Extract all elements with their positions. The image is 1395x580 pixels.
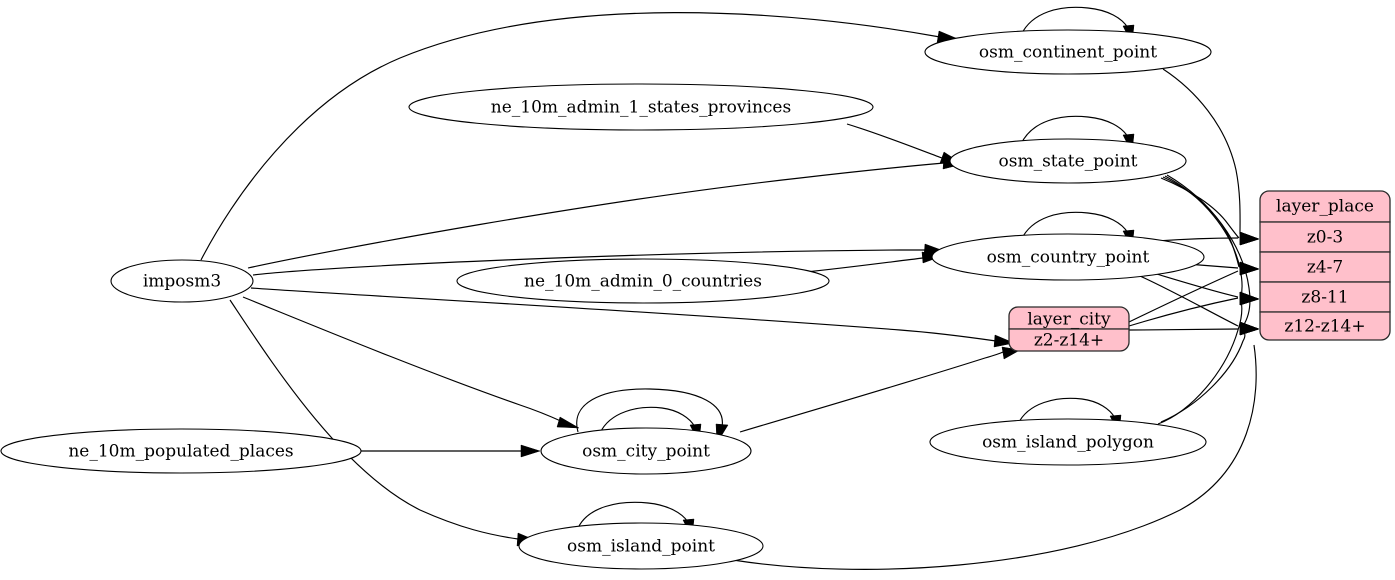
layer_place-row-z4-7-cell[interactable]: [1259, 251, 1391, 283]
edge-ne_countries-to-osm_country_point: [805, 257, 924, 273]
node-ellipse[interactable]: [929, 418, 1207, 466]
node-label-osm_country_point: osm_country_point: [987, 248, 1150, 268]
edge-imposm3-to-osm_city_point: [242, 296, 564, 423]
layer_place-row-z0-3-label: z0-3: [1307, 228, 1343, 248]
node-ne_10m_admin_1_states_provinces[interactable]: ne_10m_admin_1_states_provinces: [408, 83, 874, 131]
edge-layer_city-to-layer_place-z4-7: [1128, 270, 1239, 323]
node-ne_10m_populated_places[interactable]: ne_10m_populated_places: [0, 428, 362, 474]
arrowhead: [1239, 291, 1260, 306]
edge-imposm3-to-layer_city: [250, 287, 997, 342]
edge-layer_city-to-layer_place-z8-11: [1128, 297, 1239, 327]
node-layer_place[interactable]: layer_place z0-3 z4-7 z8-11 z12-z14+: [1259, 190, 1391, 341]
node-ellipse[interactable]: [924, 29, 1212, 75]
layer_place-row-z12-z14-label: z12-z14+: [1284, 317, 1365, 337]
node-ellipse[interactable]: [0, 428, 362, 474]
selfloop-inner-osm_city_point: [599, 406, 696, 434]
node-ellipse[interactable]: [456, 258, 830, 304]
node-label-ne_10m_admin_0_countries: ne_10m_admin_0_countries: [524, 272, 762, 292]
edge-layer: [200, 6, 1260, 570]
node-label-osm_continent_point: osm_continent_point: [979, 43, 1157, 63]
node-ellipse[interactable]: [949, 138, 1187, 184]
selfloop-osm_continent_point: [1020, 6, 1129, 36]
edge-imposm3-to-osm_state_point: [247, 162, 945, 269]
node-label-imposm3: imposm3: [143, 272, 221, 292]
node-imposm3[interactable]: imposm3: [110, 259, 254, 303]
edge-osm_island_polygon-to-layer_place-z8-11: [1157, 299, 1243, 425]
layer_place-row-z8-11-cell[interactable]: [1259, 281, 1391, 313]
layer_city-row-z2-z14-cell[interactable]: [1008, 328, 1130, 352]
node-label-ne_10m_populated_places: ne_10m_populated_places: [68, 442, 293, 462]
node-osm_state_point[interactable]: osm_state_point: [949, 138, 1187, 184]
arrowhead: [1239, 321, 1260, 336]
arrowhead: [1239, 261, 1260, 276]
layer_city-row-z2-z14-label: z2-z14+: [1034, 331, 1104, 351]
arrowhead: [556, 416, 580, 429]
selfloop-osm_island_point: [577, 501, 689, 529]
node-label-osm_state_point: osm_state_point: [999, 152, 1138, 172]
node-osm_city_point[interactable]: osm_city_point: [540, 427, 752, 475]
edge-osm_state_point-to-layer_place-z8-11: [1164, 175, 1243, 297]
selfloop-osm_country_point: [1020, 211, 1129, 241]
edge-osm_state_point-to-layer_place-z0-3: [1160, 177, 1240, 239]
node-osm_country_point[interactable]: osm_country_point: [931, 233, 1205, 281]
node-label-osm_city_point: osm_city_point: [582, 442, 710, 462]
layer_city-header-label: layer_city: [1027, 310, 1111, 330]
node-label-ne_10m_admin_1_states_provinces: ne_10m_admin_1_states_provinces: [491, 98, 791, 118]
layer_place-row-z8-11-label: z8-11: [1301, 288, 1348, 308]
edge-imposm3-to-osm_island_point: [229, 299, 519, 540]
node-osm_continent_point[interactable]: osm_continent_point: [924, 29, 1212, 75]
selfloop-osm_island_polygon: [1017, 397, 1116, 425]
node-osm_island_point[interactable]: osm_island_point: [518, 522, 764, 570]
layer_place-row-z12-z14-cell[interactable]: [1259, 311, 1391, 341]
edge-imposm3-to-osm_country_point: [252, 249, 925, 276]
node-ellipse[interactable]: [518, 522, 764, 570]
node-osm_island_polygon[interactable]: osm_island_polygon: [929, 418, 1207, 466]
edge-osm_island_point-to-layer_place-z12-z14: [732, 344, 1257, 570]
node-label-osm_island_polygon: osm_island_polygon: [982, 433, 1154, 453]
edge-osm_continent_point-to-layer_place-z0-3: [1162, 68, 1241, 235]
node-ellipse[interactable]: [408, 83, 874, 131]
arrowhead: [1239, 231, 1260, 246]
node-layer_city[interactable]: layer_city z2-z14+: [1008, 306, 1130, 352]
arrowhead: [520, 444, 541, 458]
edge-ne_states_provinces-to-osm_state_point: [846, 123, 943, 159]
selfloop-outer-osm_city_point: [576, 388, 723, 433]
edge-imposm3-to-osm_continent_point: [200, 12, 941, 261]
node-label-osm_island_point: osm_island_point: [567, 537, 715, 557]
edge-osm_city_point-to-layer_city: [739, 351, 1004, 433]
layer_place-header-label: layer_place: [1276, 197, 1374, 217]
node-ellipse[interactable]: [110, 259, 254, 303]
edge-layer_city-to-layer_place-z12-z14: [1128, 328, 1239, 331]
node-ellipse[interactable]: [931, 233, 1205, 281]
edge-osm_country_point-to-layer_place-z0-3: [1156, 237, 1239, 242]
node-ne_10m_admin_0_countries[interactable]: ne_10m_admin_0_countries: [456, 258, 830, 304]
edge-osm_country_point-to-layer_place-z8-11: [1149, 271, 1239, 298]
layer_place-row-z4-7-label: z4-7: [1307, 258, 1343, 278]
edge-osm_country_point-to-layer_place-z12-z14: [1139, 275, 1239, 327]
selfloop-osm_state_point: [1020, 115, 1129, 145]
node-ellipse[interactable]: [540, 427, 752, 475]
